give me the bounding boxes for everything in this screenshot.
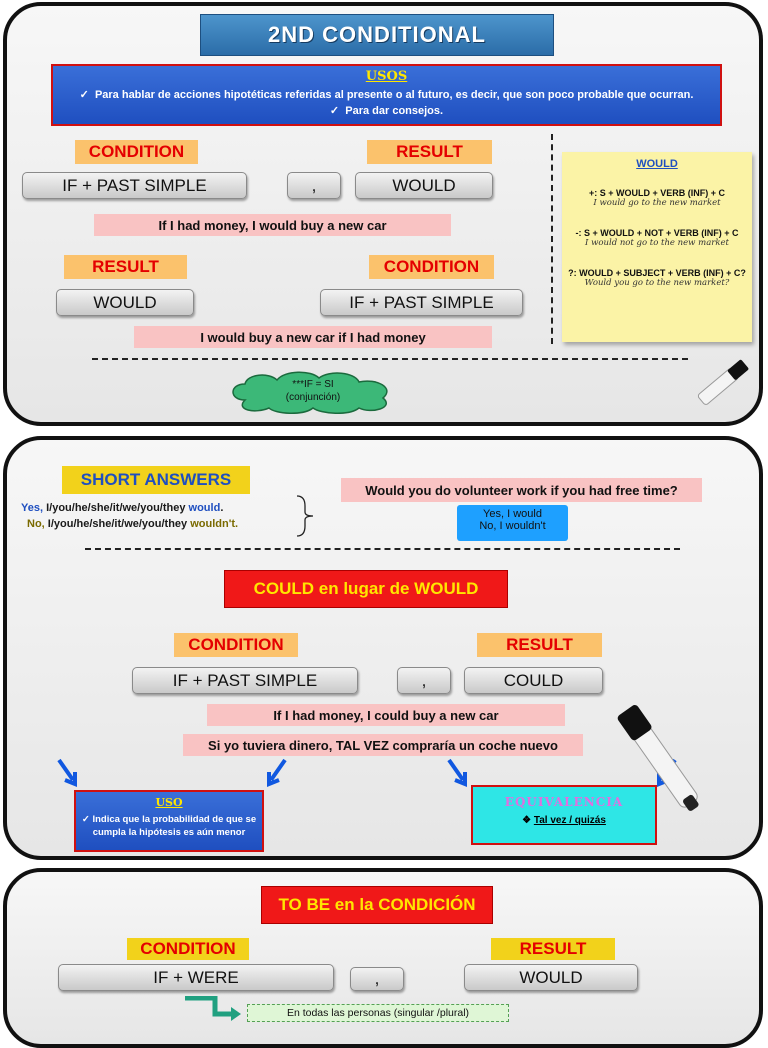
usos-item-1: ✓ Para hablar de acciones hipotéticas re… bbox=[79, 89, 694, 101]
usos-item-2: ✓ Para dar consejos. bbox=[329, 105, 444, 117]
would-pill: WOULD bbox=[355, 172, 493, 199]
connector-arrow-icon bbox=[185, 996, 241, 1021]
note-heading: WOULD bbox=[636, 158, 678, 170]
if-were-pill: IF + WERE bbox=[58, 964, 334, 991]
answer-yes: Yes, I would bbox=[483, 508, 542, 520]
check-icon: ✓ bbox=[329, 105, 346, 117]
panel1-title: 2ND CONDITIONAL bbox=[200, 14, 554, 56]
condition-label-2: CONDITION bbox=[369, 255, 494, 279]
result-label-2: RESULT bbox=[64, 255, 187, 279]
uso-text: Indica que la probabilidad de que se cum… bbox=[92, 814, 257, 838]
condition-label-3: CONDITION bbox=[174, 633, 298, 657]
would-pill-3: WOULD bbox=[464, 964, 638, 991]
comma-pill-2: , bbox=[397, 667, 451, 694]
example-could-en: If I had money, I could buy a new car bbox=[207, 704, 565, 726]
arrow-down-icon bbox=[57, 758, 77, 787]
short-answers-yes: Yes, I/you/he/she/it/we/you/they would. bbox=[21, 502, 224, 514]
condition-label-4: CONDITION bbox=[127, 938, 249, 960]
note-item-question: ?: WOULD + SUBJECT + VERB (INF) + C? Wou… bbox=[568, 268, 746, 288]
panel-to-be: TO BE en la CONDICIÓN CONDITION RESULT I… bbox=[3, 868, 763, 1048]
usos-heading: USOS bbox=[365, 69, 408, 84]
example-sentence-1: If I had money, I would buy a new car bbox=[94, 214, 451, 236]
comma-pill: , bbox=[287, 172, 341, 199]
short-answers-no: No, I/you/he/she/it/we/you/they wouldn't… bbox=[27, 518, 239, 530]
could-title: COULD en lugar de WOULD bbox=[224, 570, 508, 608]
question-sentence: Would you do volunteer work if you had f… bbox=[341, 478, 702, 502]
example-sentence-2: I would buy a new car if I had money bbox=[134, 326, 492, 348]
would-pill-2: WOULD bbox=[56, 289, 194, 316]
usos-box: USOS ✓ Para hablar de acciones hipotétic… bbox=[51, 64, 722, 126]
uso-heading: USO bbox=[155, 796, 183, 809]
if-past-simple-pill-2: IF + PAST SIMPLE bbox=[320, 289, 523, 316]
divider-line-2 bbox=[85, 548, 680, 550]
condition-label: CONDITION bbox=[75, 140, 198, 164]
check-icon: ✓ bbox=[81, 814, 93, 825]
panel-could: SHORT ANSWERS Yes, I/you/he/she/it/we/yo… bbox=[3, 436, 763, 860]
vertical-divider bbox=[551, 134, 553, 344]
if-past-simple-pill-3: IF + PAST SIMPLE bbox=[132, 667, 358, 694]
arrow-down-icon bbox=[267, 758, 287, 787]
result-label-4: RESULT bbox=[491, 938, 615, 960]
uso-box: USO ✓ Indica que la probabilidad de que … bbox=[74, 790, 264, 852]
panel-2nd-conditional: 2ND CONDITIONAL USOS ✓ Para hablar de ac… bbox=[3, 2, 763, 426]
equivalencia-text: Tal vez / quizás bbox=[533, 815, 606, 826]
if-past-simple-pill: IF + PAST SIMPLE bbox=[22, 172, 247, 199]
divider-line bbox=[92, 358, 688, 360]
marker-pen-icon bbox=[617, 705, 699, 811]
answer-no: No, I wouldn't bbox=[479, 520, 546, 532]
example-could-es: Si yo tuviera dinero, TAL VEZ compraría … bbox=[183, 734, 583, 756]
result-label-3: RESULT bbox=[477, 633, 602, 657]
equivalencia-box: EQUIVALENCIA ❖ Tal vez / quizás bbox=[471, 785, 657, 845]
short-answers-heading: SHORT ANSWERS bbox=[62, 466, 250, 494]
diamond-bullet-icon: ❖ bbox=[522, 815, 534, 826]
cloud-shape: ***IF = SI (conjunción) bbox=[225, 370, 401, 414]
equivalencia-heading: EQUIVALENCIA bbox=[504, 795, 624, 809]
to-be-note: En todas las personas (singular /plural) bbox=[247, 1004, 509, 1022]
note-item-affirmative: +: S + WOULD + VERB (INF) + C I would go… bbox=[588, 188, 726, 208]
answers-box: Yes, I would No, I wouldn't bbox=[457, 505, 568, 541]
would-sticky-note: WOULD +: S + WOULD + VERB (INF) + C I wo… bbox=[562, 152, 752, 342]
brace-icon bbox=[296, 495, 314, 537]
arrow-down-icon bbox=[447, 758, 467, 787]
result-label: RESULT bbox=[367, 140, 492, 164]
cloud-line-1: ***IF = SI bbox=[292, 379, 334, 390]
marker-pen-icon bbox=[697, 359, 749, 405]
to-be-title: TO BE en la CONDICIÓN bbox=[261, 886, 493, 924]
comma-pill-3: , bbox=[350, 967, 404, 991]
cloud-line-2: (conjunción) bbox=[285, 392, 341, 403]
note-item-negative: -: S + WOULD + NOT + VERB (INF) + C I wo… bbox=[575, 228, 739, 248]
check-icon: ✓ bbox=[79, 89, 95, 101]
could-pill: COULD bbox=[464, 667, 603, 694]
